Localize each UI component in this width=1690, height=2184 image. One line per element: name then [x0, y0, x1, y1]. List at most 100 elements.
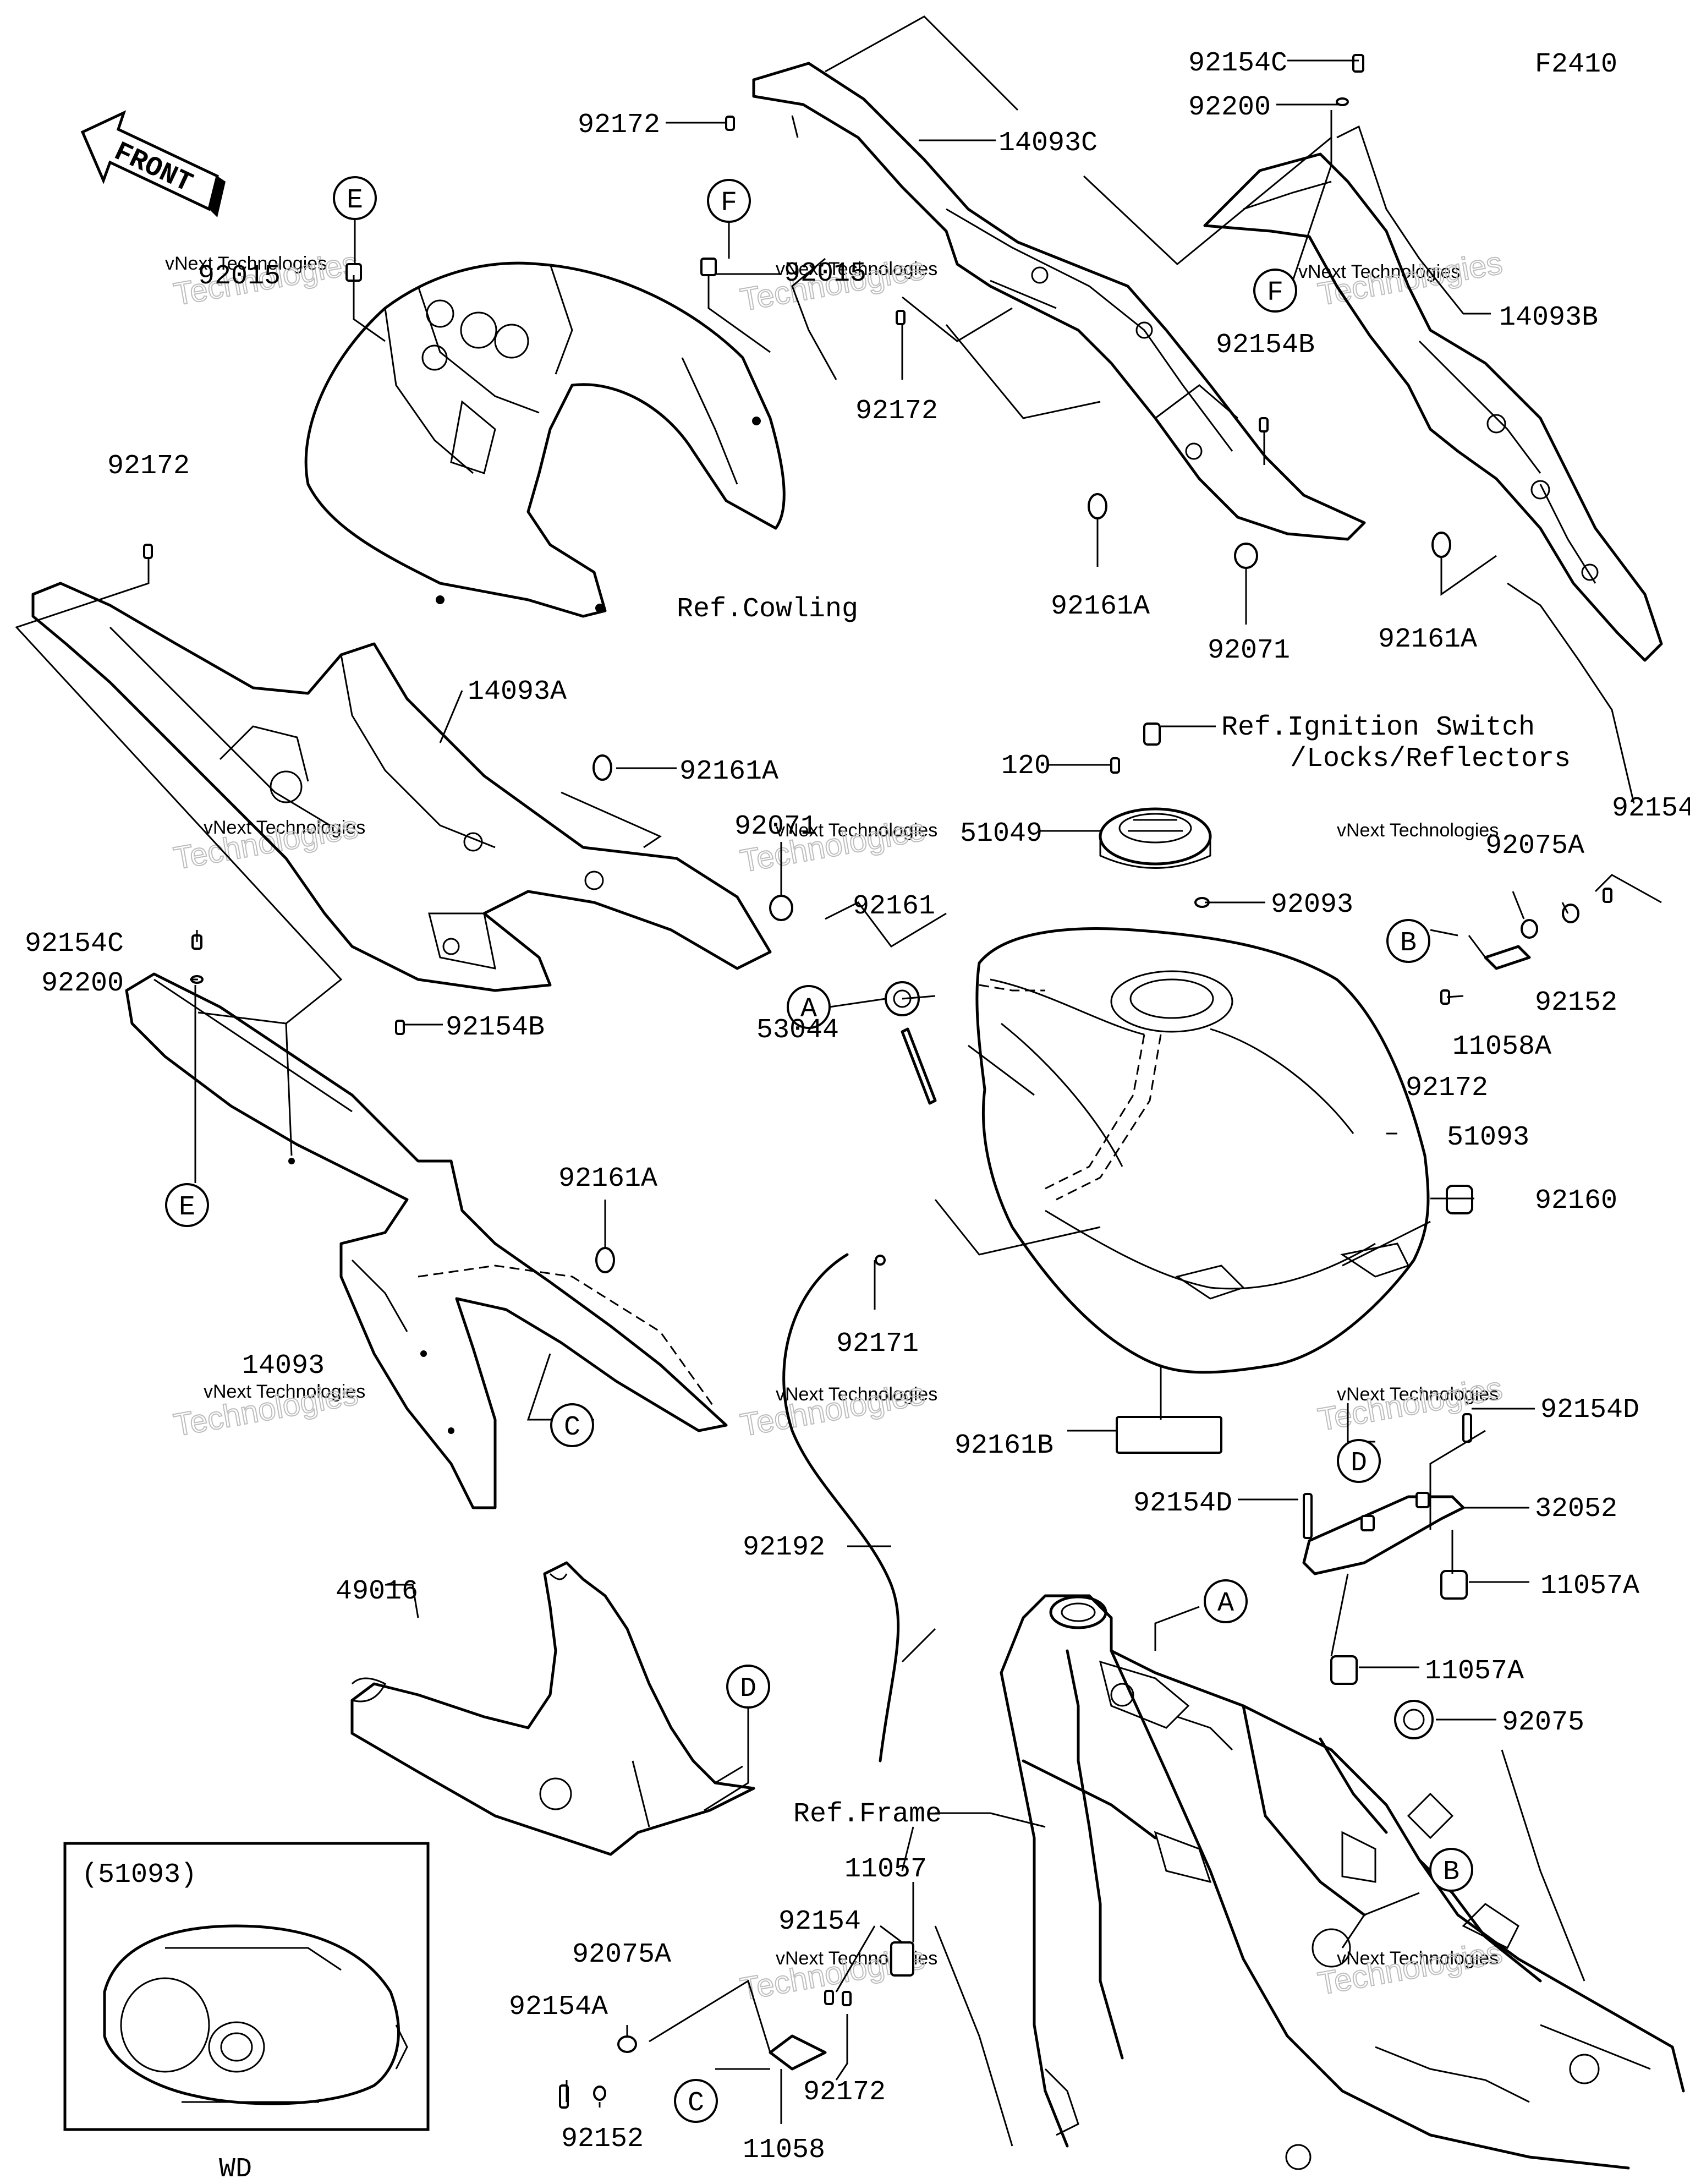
callout-circle-A-frame: [1204, 1579, 1248, 1623]
part-label: 11057: [844, 1854, 927, 1885]
callout-circle-B-right: [1386, 919, 1430, 963]
part-labels: 92154C 92200 92172 14093C 92015 92015 14…: [25, 48, 1690, 2166]
part-label: 11057A: [1425, 1656, 1524, 1687]
watermark: vNext Technologies: [204, 817, 365, 838]
part-label: 92154C: [25, 928, 124, 960]
part-label: 92152: [1535, 987, 1617, 1019]
part-14093: [125, 972, 728, 1509]
part-label: 92154B: [1216, 330, 1315, 361]
watermark: vNext Technologies: [1337, 820, 1499, 841]
callout-E-left: E: [179, 1192, 195, 1223]
part-label: 92075A: [572, 1939, 671, 1970]
part-label: 32052: [1535, 1493, 1617, 1525]
part-label: 92154A: [509, 1991, 608, 2023]
inset-panel: (51093) WD: [63, 1842, 430, 2184]
watermark: vNext Technologies: [165, 253, 327, 274]
part-label: 92172: [107, 451, 190, 482]
part-label: 120: [1001, 751, 1051, 782]
callouts: E F F B A E C D A D B C: [165, 176, 1473, 2123]
callout-B-right: B: [1400, 928, 1417, 959]
watermark: vNext Technologies: [1337, 1384, 1499, 1405]
callout-D-left: D: [740, 1673, 756, 1705]
callout-circle-D-right: [1337, 1439, 1381, 1483]
callout-A-tank: A: [800, 994, 817, 1025]
ref-frame-label: Ref.Frame: [793, 1799, 942, 1830]
callout-D-right: D: [1351, 1448, 1367, 1479]
part-label: 14093C: [998, 128, 1098, 159]
watermark: vNext Technologies: [776, 259, 937, 280]
part-label: 51093: [1447, 1122, 1529, 1153]
part-label: 14093B: [1499, 302, 1598, 333]
inset-frame: [63, 1842, 430, 2131]
part-label: 92200: [41, 968, 124, 999]
part-label: 92075A: [1485, 830, 1584, 862]
part-14093B: [1203, 152, 1663, 662]
part-label: 92161B: [954, 1430, 1053, 1462]
callout-circle-C-bottom: [674, 2079, 718, 2123]
callout-circle-C-left: [550, 1403, 594, 1447]
part-label: 92161A: [1378, 624, 1477, 655]
callout-A-frame: A: [1217, 1588, 1234, 1619]
part-51049-fuel-cap: [1099, 722, 1212, 869]
watermark: vNext Technologies: [204, 1381, 365, 1402]
part-label: 92161: [853, 891, 935, 922]
part-label: 92154B: [446, 1012, 545, 1043]
callout-F-right: F: [1267, 277, 1283, 309]
part-14093C: [752, 62, 1366, 541]
watermark: Technologies: [1315, 1370, 1505, 1438]
inset-caption: WD: [219, 2154, 252, 2184]
callout-B-frame: B: [1443, 1857, 1459, 1888]
part-label: 92154D: [1540, 1394, 1639, 1426]
part-label: 92154: [778, 1906, 861, 1937]
part-label: 11057A: [1540, 1570, 1639, 1602]
part-label: 92071: [734, 811, 817, 842]
callout-circle-B-frame: [1429, 1848, 1473, 1892]
part-label: 92161A: [558, 1163, 657, 1195]
part-label: 14093: [242, 1350, 325, 1382]
inset-title: (51093): [81, 1859, 197, 1891]
ref-ignition-label-line1: Ref.Ignition Switch: [1221, 712, 1535, 743]
part-label: 92154A: [1612, 793, 1690, 824]
callout-F-mid: F: [721, 188, 737, 219]
part-label: 92154D: [1133, 1488, 1232, 1519]
frame: [1000, 1594, 1685, 2170]
part-label: 92172: [803, 2077, 886, 2108]
leader-lines: [15, 15, 1662, 2147]
part-label: 92093: [1271, 889, 1353, 921]
part-label: 92075: [1502, 1707, 1584, 1738]
part-label: 92015: [784, 258, 866, 289]
callout-C-left: C: [564, 1412, 580, 1443]
upper-cowling: [304, 261, 786, 618]
watermark: Technologies: [1315, 245, 1505, 313]
callout-circle-F-right: [1253, 269, 1297, 313]
watermark: vNext Technologies: [1337, 1948, 1499, 1969]
part-label: 49016: [336, 1576, 418, 1607]
ref-cowling-label: Ref.Cowling: [677, 594, 858, 625]
callout-C-bottom: C: [688, 2088, 704, 2119]
ref-labels: Ref.Cowling Ref.Ignition Switch /Locks/R…: [677, 594, 1571, 1830]
part-label: 92200: [1188, 92, 1271, 123]
part-label: 92171: [836, 1328, 919, 1360]
part-label: 92172: [578, 110, 660, 141]
part-label: 92192: [743, 1532, 825, 1563]
part-label: 92015: [198, 261, 281, 292]
inset-tank: [103, 1924, 408, 2105]
diagram-code: F2410: [1535, 49, 1617, 80]
part-label: 92152: [561, 2123, 644, 2155]
part-14093A: [31, 582, 772, 992]
callout-circle-E-left: [165, 1183, 209, 1227]
part-label: 11058A: [1452, 1031, 1551, 1063]
watermark: vNext Technologies: [776, 820, 937, 841]
part-label: 92071: [1208, 635, 1290, 666]
callout-E-top: E: [347, 185, 363, 216]
part-label: 92172: [1406, 1072, 1488, 1104]
part-label: 51049: [960, 818, 1042, 850]
part-label: 92172: [855, 396, 938, 427]
part-label: 92154C: [1188, 48, 1287, 79]
hardware: [143, 54, 1612, 2109]
part-51093-fuel-tank: [975, 927, 1430, 1374]
part-label: 11058: [743, 2134, 825, 2166]
part-label: 53044: [756, 1015, 839, 1046]
part-32052: [1302, 1492, 1465, 1575]
